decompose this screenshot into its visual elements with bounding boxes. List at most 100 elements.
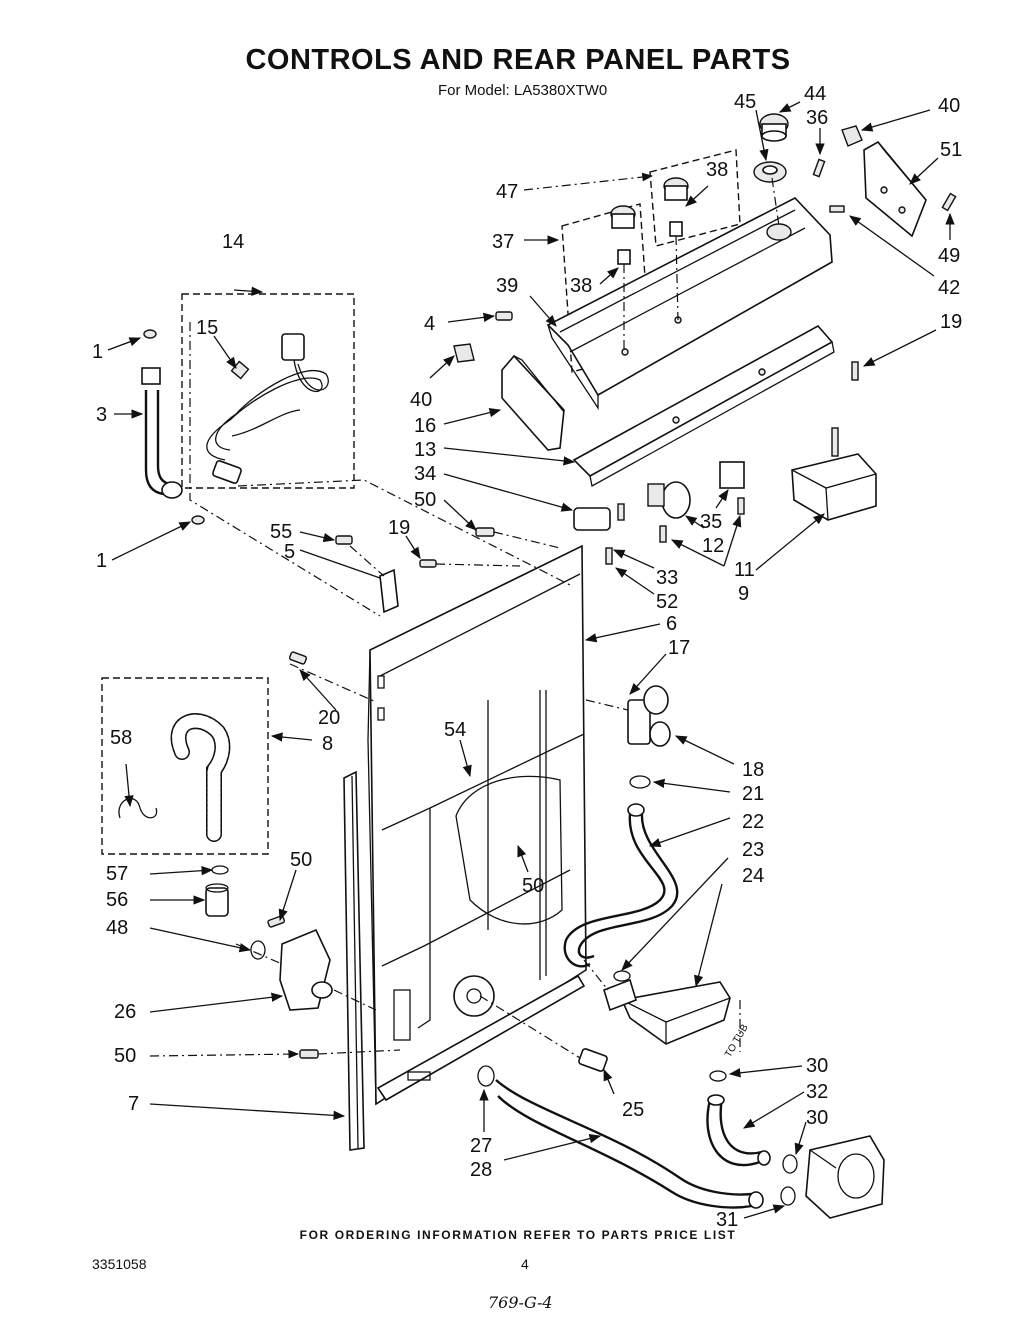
page-number: 4 (521, 1256, 529, 1272)
drain-hose (118, 713, 231, 842)
callout-55: 55 (270, 521, 292, 543)
knob-44 (759, 113, 789, 142)
side-rail (343, 770, 365, 1151)
clamp-30-bottom (782, 1154, 798, 1174)
callout-5: 5 (284, 541, 295, 563)
fill-hose (563, 803, 679, 968)
callout-18: 18 (742, 759, 764, 781)
callout-11: 11 (734, 559, 755, 581)
end-bracket-51 (863, 140, 927, 238)
inlet-hose (141, 329, 205, 525)
clip-40-left (453, 343, 475, 363)
strain-relief-25 (578, 1048, 608, 1072)
callout-15: 15 (196, 317, 218, 339)
callout-13: 13 (414, 439, 436, 461)
pump-bracket-26 (279, 928, 333, 1011)
handwritten-note: 769-G-4 (488, 1293, 553, 1312)
callout-50: 50 (290, 849, 312, 871)
callout-49: 49 (938, 245, 960, 267)
callout-19: 19 (388, 517, 410, 539)
screw-42 (829, 205, 845, 213)
rear-panel (367, 544, 587, 1106)
callout-27: 27 (470, 1135, 492, 1157)
callout-40: 40 (938, 95, 960, 117)
callout-51: 51 (940, 139, 962, 161)
callout-36: 36 (806, 107, 828, 129)
callout-57: 57 (106, 863, 128, 885)
callout-20: 20 (318, 707, 340, 729)
callout-40: 40 (410, 389, 432, 411)
callout-4: 4 (424, 313, 435, 335)
callout-44: 44 (804, 83, 826, 105)
callout-35: 35 (700, 511, 722, 533)
callout-50: 50 (114, 1045, 136, 1067)
callout-38: 38 (706, 159, 728, 181)
callout-56: 56 (106, 889, 128, 911)
screw-49 (941, 192, 957, 212)
callout-31: 31 (716, 1209, 738, 1231)
callout-16: 16 (414, 415, 436, 437)
callout-9: 9 (738, 583, 749, 605)
callout-38: 38 (570, 275, 592, 297)
clamp-30-top (709, 1070, 727, 1082)
document-number: 3351058 (92, 1256, 147, 1272)
callout-7: 7 (128, 1093, 139, 1115)
callout-58: 58 (110, 727, 132, 749)
callout-12: 12 (702, 535, 724, 557)
screw-36 (812, 158, 826, 178)
callout-52: 52 (656, 591, 678, 613)
to-tub-label: TO TUB (723, 1022, 751, 1059)
screws-11 (659, 497, 745, 543)
callout-25: 25 (622, 1099, 644, 1121)
pump (805, 1135, 885, 1219)
callout-30: 30 (806, 1107, 828, 1129)
drain-hose-group-box (101, 677, 269, 855)
callout-32: 32 (806, 1081, 828, 1103)
coupling-56 (205, 883, 229, 917)
switch-35 (719, 461, 745, 489)
knob-group-box-right (649, 149, 741, 247)
clamp-27 (477, 1065, 495, 1087)
screws-50-lower (267, 651, 319, 1059)
clamp-48 (250, 940, 266, 960)
callout-54: 54 (444, 719, 466, 741)
screw-19-top (851, 361, 859, 381)
clamp-31 (780, 1186, 796, 1206)
callout-28: 28 (470, 1159, 492, 1181)
clamp-57 (211, 865, 229, 875)
callout-50: 50 (522, 875, 544, 897)
callout-17: 17 (668, 637, 690, 659)
switch-34 (573, 503, 625, 565)
callout-34: 34 (414, 463, 436, 485)
callout-24: 24 (742, 865, 764, 887)
knob-skirt-45 (753, 161, 787, 183)
callout-39: 39 (496, 275, 518, 297)
clip-40-top (841, 125, 863, 147)
page-title: CONTROLS AND REAR PANEL PARTS (245, 44, 791, 76)
callout-22: 22 (742, 811, 764, 833)
callout-42: 42 (938, 277, 960, 299)
power-cord-group-box (181, 293, 355, 489)
knob-47 (663, 177, 689, 237)
callout-50: 50 (414, 489, 436, 511)
callout-3: 3 (96, 404, 107, 426)
power-cord (206, 333, 329, 484)
callout-48: 48 (106, 917, 128, 939)
callout-1: 1 (92, 341, 103, 363)
callout-45: 45 (734, 91, 756, 113)
callout-26: 26 (114, 1001, 136, 1023)
screw-4 (495, 311, 513, 321)
callout-37: 37 (492, 231, 514, 253)
callout-23: 23 (742, 839, 764, 861)
console-end-cap (501, 354, 565, 451)
callout-14: 14 (222, 231, 244, 253)
water-valve (627, 685, 671, 747)
drain-hose-28 (495, 1079, 764, 1209)
callout-8: 8 (322, 733, 333, 755)
control-bracket (572, 324, 835, 487)
callout-30: 30 (806, 1055, 828, 1077)
callout-47: 47 (496, 181, 518, 203)
timer (791, 427, 877, 521)
clamp-21 (629, 775, 651, 789)
